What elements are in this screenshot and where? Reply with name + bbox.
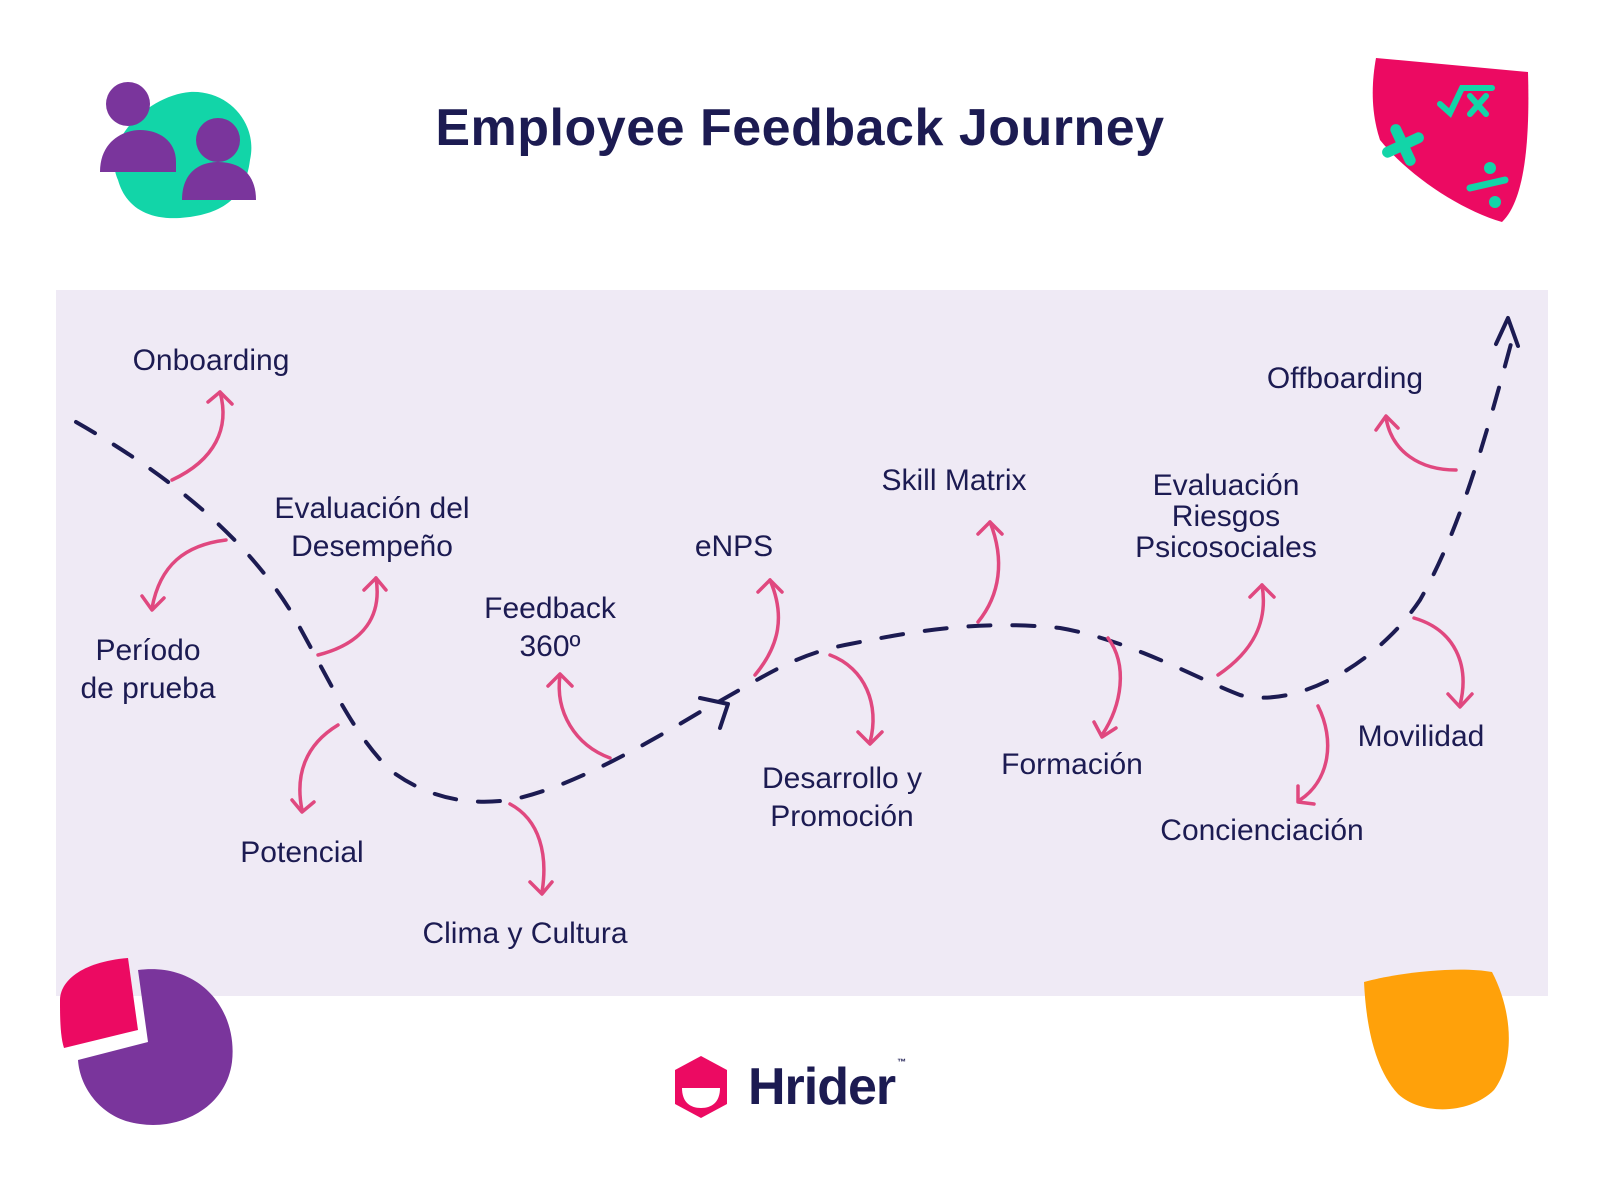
math-symbols-icon bbox=[1372, 58, 1529, 222]
stage-desarrollo-promocion: Desarrollo y Promoción bbox=[761, 762, 923, 833]
arrow-enps bbox=[753, 578, 784, 677]
stage-periodo-prueba: Período de prueba bbox=[80, 634, 216, 705]
stage-offboarding: Offboarding bbox=[1266, 362, 1424, 395]
arrow-potencial bbox=[290, 723, 340, 814]
arrow-periodo-prueba bbox=[140, 538, 228, 612]
stage-skill-matrix: Skill Matrix bbox=[881, 464, 1027, 497]
journey-panel bbox=[56, 290, 1548, 996]
stage-enps: eNPS bbox=[694, 530, 774, 563]
stage-concienciacion: Concienciación bbox=[1160, 814, 1364, 847]
stage-clima-cultura: Clima y Cultura bbox=[422, 917, 628, 950]
journey-path bbox=[74, 338, 1514, 804]
arrow-evaluacion-riesgos bbox=[1216, 583, 1276, 677]
hrider-logo-icon bbox=[675, 1056, 727, 1118]
brand-name-text: Hrider bbox=[748, 1058, 896, 1116]
arrow-desarrollo-promocion bbox=[828, 653, 884, 746]
arrow-movilidad bbox=[1412, 616, 1474, 709]
stage-feedback-360: Feedback 360º bbox=[484, 592, 616, 663]
brand-trademark: ™ bbox=[897, 1057, 906, 1067]
arrow-onboarding bbox=[170, 390, 234, 482]
arrow-clima-cultura bbox=[508, 802, 554, 896]
stage-potencial: Potencial bbox=[240, 836, 364, 869]
arrow-offboarding bbox=[1374, 414, 1458, 472]
arrow-evaluacion-desempeno bbox=[316, 576, 388, 657]
stage-movilidad: Movilidad bbox=[1357, 720, 1485, 753]
path-arrowhead-end bbox=[1494, 316, 1520, 348]
stage-formacion: Formación bbox=[1001, 748, 1143, 781]
pie-chart-icon bbox=[60, 958, 233, 1125]
arrow-feedback-360 bbox=[546, 672, 612, 760]
arrow-formacion bbox=[1092, 636, 1123, 739]
arrow-skill-matrix bbox=[976, 520, 1004, 624]
stage-evaluacion-desempeno: Evaluación del Desempeño bbox=[274, 492, 470, 563]
arrow-concienciacion bbox=[1296, 704, 1330, 806]
path-arrowhead-mid bbox=[698, 696, 730, 730]
stage-evaluacion-riesgos: Evaluación Riesgos Psicosociales bbox=[1135, 469, 1317, 564]
people-icon bbox=[100, 82, 256, 219]
stage-onboarding: Onboarding bbox=[132, 344, 290, 377]
drop-shape-icon bbox=[1364, 969, 1509, 1110]
page-title: Employee Feedback Journey bbox=[435, 99, 1165, 157]
